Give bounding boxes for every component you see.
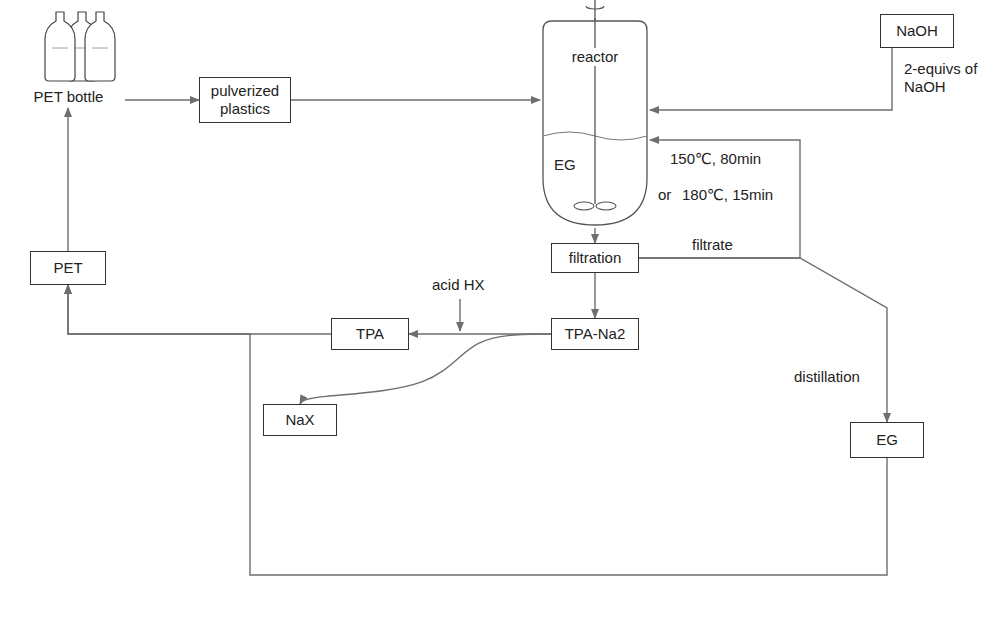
node-label: NaOH xyxy=(894,22,940,40)
condition-note: acid HX xyxy=(430,276,487,294)
reactor-vessel: reactorEG xyxy=(540,18,650,228)
flow-arrow xyxy=(68,285,331,334)
process-box: TPA xyxy=(331,318,409,350)
bottle-icon: PET bottle xyxy=(12,8,125,108)
vessel-label: reactor xyxy=(570,48,621,66)
flow-arrow xyxy=(68,285,887,575)
node-label: pulverized plastics xyxy=(208,82,282,118)
flow-arrow xyxy=(639,140,800,258)
process-box: EG xyxy=(850,422,924,458)
bottle-outline xyxy=(45,12,75,81)
bottle-label-band xyxy=(92,48,108,49)
flow-arrow xyxy=(650,48,892,110)
flow-arrow xyxy=(125,99,199,100)
bottle-label-band xyxy=(52,48,68,49)
process-box: filtration xyxy=(551,243,639,273)
flow-arrow xyxy=(639,258,887,422)
process-box: NaOH xyxy=(880,14,954,48)
condition-note: 150℃, 80min xyxy=(668,150,763,168)
stirrer-shaft xyxy=(594,18,595,204)
condition-note: 180℃, 15min xyxy=(680,186,775,204)
edge-label: 2-equivs of NaOH xyxy=(902,60,990,96)
node-label: PET xyxy=(51,259,84,277)
condition-note: or xyxy=(656,186,673,204)
node-label: TPA-Na2 xyxy=(563,325,628,343)
process-box: NaX xyxy=(263,404,337,436)
node-label: filtration xyxy=(567,249,624,267)
node-label: EG xyxy=(874,431,900,449)
vessel-label: EG xyxy=(552,156,578,174)
flow-arrow xyxy=(67,108,68,251)
impeller-blade xyxy=(596,202,616,210)
process-box: TPA-Na2 xyxy=(551,318,639,350)
bottle-outline xyxy=(85,12,115,81)
edge-label: filtrate xyxy=(690,236,735,254)
edge-label: distillation xyxy=(792,368,862,386)
node-label: PET bottle xyxy=(32,88,106,106)
rotation-mark xyxy=(586,6,604,9)
node-label: NaX xyxy=(283,411,316,429)
process-box: pulverized plastics xyxy=(199,77,291,123)
node-label: TPA xyxy=(354,325,386,343)
stirrer-shaft xyxy=(594,0,595,20)
acid-feed-arrow xyxy=(459,299,460,331)
impeller-blade xyxy=(574,202,594,210)
flow-arrow xyxy=(594,273,595,318)
process-box: PET xyxy=(30,251,106,285)
flow-arrow xyxy=(594,228,595,243)
flow-arrow xyxy=(291,99,540,100)
